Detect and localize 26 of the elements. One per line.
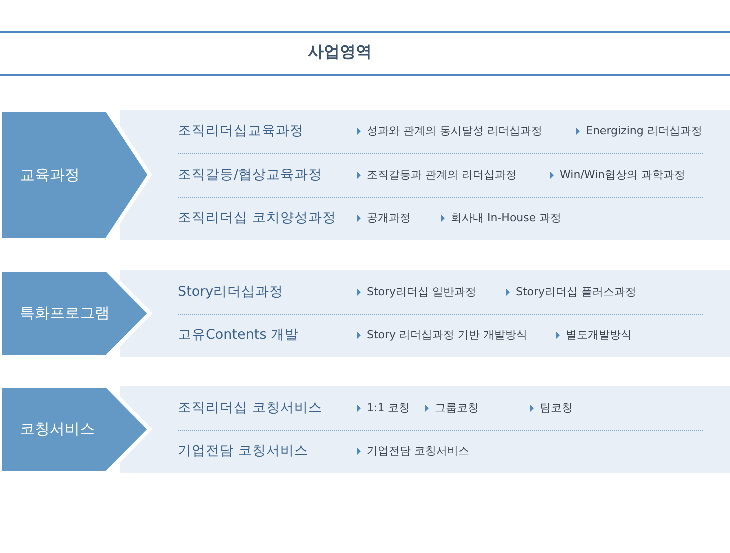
course-item: Energizing 리더십과정	[576, 124, 702, 138]
course-item: 성과와 관계의 동시달성 리더십과정	[357, 124, 542, 138]
title: 사업영역	[307, 42, 373, 63]
chevron-box	[0, 110, 152, 240]
course-heading: 고유Contents 개발	[178, 326, 300, 344]
course-item: 회사내 In-House 과정	[441, 210, 562, 226]
course-item: Win/Win협상의 과학과정	[550, 168, 686, 182]
course-item: 공개과정	[357, 210, 411, 226]
course-heading: 조직리더십 코칭서비스	[178, 399, 322, 417]
course-item: 조직갈등과 관계의 리더십과정	[357, 168, 517, 182]
course-item: 팀코칭	[530, 400, 573, 416]
category-label: 교육과정	[20, 164, 80, 186]
course-item: Story리더십 플러스과정	[506, 284, 637, 300]
category-label: 코칭서비스	[20, 419, 95, 440]
category-label: 특화프로그램	[20, 303, 110, 324]
course-heading: Story리더십과정	[178, 283, 284, 301]
course-heading: 기업전담 코칭서비스	[178, 442, 308, 460]
course-item: 그룹코칭	[425, 400, 479, 416]
course-item: Story리더십 일반과정	[357, 284, 477, 300]
course-item: 별도개발방식	[556, 328, 632, 342]
course-item: 1:1 코칭	[357, 400, 410, 416]
course-heading: 조직갈등/협상교육과정	[178, 166, 323, 184]
course-item: 기업전담 코칭서비스	[357, 444, 470, 458]
course-heading: 조직리더십교육과정	[178, 122, 304, 140]
course-heading: 조직리더십 코치양성과정	[178, 209, 336, 227]
course-item: Story 리더십과정 기반 개발방식	[357, 328, 528, 342]
